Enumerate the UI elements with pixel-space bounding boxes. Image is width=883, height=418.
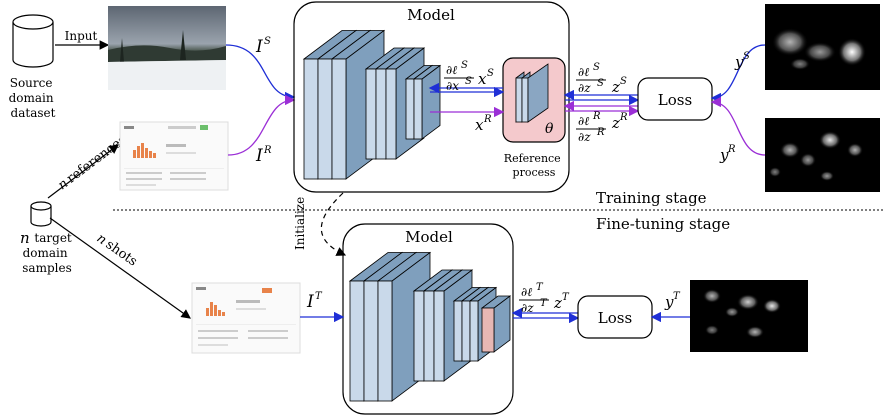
yR-symbol: y R bbox=[719, 144, 736, 164]
top-loss-label: Loss bbox=[658, 91, 692, 109]
svg-text:R: R bbox=[619, 112, 628, 123]
svg-text:x: x bbox=[478, 70, 487, 88]
svg-text:x: x bbox=[475, 116, 484, 134]
bottom-loss-label: Loss bbox=[598, 309, 632, 327]
target-saliency-map bbox=[690, 280, 808, 352]
svg-text:I: I bbox=[255, 37, 263, 57]
svg-text:R: R bbox=[596, 127, 605, 138]
yR-curve bbox=[710, 96, 766, 156]
svg-text:z: z bbox=[553, 294, 562, 312]
svg-text:y: y bbox=[664, 293, 674, 311]
svg-text:R: R bbox=[263, 145, 272, 156]
target-dataset-icon bbox=[30, 201, 52, 227]
svg-text:∂ℓ: ∂ℓ bbox=[578, 65, 589, 79]
svg-text:∂ℓ: ∂ℓ bbox=[521, 285, 532, 299]
svg-text:I: I bbox=[255, 146, 263, 166]
references-arrow bbox=[47, 144, 119, 199]
svg-text:∂ℓ: ∂ℓ bbox=[446, 63, 457, 77]
finetuning-stage-label: Fine-tuning stage bbox=[596, 215, 730, 233]
xR-symbol: x R bbox=[475, 114, 492, 134]
svg-text:R: R bbox=[483, 114, 492, 125]
svg-text:shots: shots bbox=[103, 237, 140, 269]
I-R-symbol: I R bbox=[255, 145, 272, 166]
top-model-title: Model bbox=[407, 6, 455, 24]
svg-text:T: T bbox=[673, 291, 681, 302]
zR-symbol: z R bbox=[611, 112, 628, 132]
svg-text:S: S bbox=[620, 76, 627, 87]
zS-symbol: z S bbox=[611, 76, 627, 96]
yT-symbol: y T bbox=[664, 291, 681, 311]
yS-curve bbox=[710, 44, 766, 104]
svg-text:R: R bbox=[592, 111, 601, 122]
svg-text:T: T bbox=[536, 282, 544, 293]
shots-label: n shots bbox=[94, 231, 140, 270]
reference-process-label: Reference process bbox=[504, 152, 564, 179]
training-stage-label: Training stage bbox=[596, 189, 707, 207]
input-label: Input bbox=[65, 29, 98, 43]
initialize-label: Initialize bbox=[293, 197, 307, 250]
I-S-symbol: I S bbox=[255, 36, 271, 57]
svg-text:∂x: ∂x bbox=[446, 79, 459, 93]
dlR-dzR-fraction: ∂ℓ R ∂z R bbox=[576, 111, 606, 144]
dlT-dzT-fraction: ∂ℓ T ∂z T bbox=[519, 282, 549, 315]
svg-text:S: S bbox=[593, 62, 600, 73]
svg-text:z: z bbox=[611, 114, 620, 132]
yS-symbol: y S bbox=[734, 51, 750, 71]
initialize-arrow bbox=[320, 192, 347, 256]
svg-text:T: T bbox=[540, 298, 548, 309]
source-dataset-icon bbox=[12, 14, 54, 68]
svg-text:S: S bbox=[264, 36, 271, 47]
reference-input-curve bbox=[227, 94, 296, 156]
references-label: n references bbox=[55, 132, 129, 193]
top-model-layers bbox=[302, 29, 442, 180]
conv-layer bbox=[412, 64, 442, 140]
dlS-dzS-fraction: ∂ℓ S ∂z S bbox=[576, 62, 606, 95]
target-screenshot bbox=[191, 282, 301, 354]
svg-text:S: S bbox=[461, 60, 468, 71]
svg-text:I: I bbox=[306, 292, 314, 312]
source-image bbox=[108, 6, 226, 90]
source-input-curve bbox=[225, 44, 296, 103]
dlS-dxS-fraction: ∂ℓ S ∂x S bbox=[444, 60, 474, 93]
svg-text:S: S bbox=[487, 68, 494, 79]
svg-text:y: y bbox=[719, 146, 729, 164]
svg-text:∂z: ∂z bbox=[521, 301, 534, 315]
svg-text:z: z bbox=[611, 78, 620, 96]
target-n-symbol: n bbox=[20, 229, 30, 247]
svg-text:S: S bbox=[597, 78, 604, 89]
theta-symbol: θ bbox=[545, 121, 554, 137]
svg-text:∂ℓ: ∂ℓ bbox=[578, 114, 589, 128]
svg-text:∂z: ∂z bbox=[578, 81, 591, 95]
svg-text:y: y bbox=[734, 53, 744, 71]
svg-text:T: T bbox=[562, 292, 570, 303]
source-saliency-map bbox=[765, 4, 880, 90]
target-dataset-label: target domain samples bbox=[22, 231, 75, 275]
shots-arrow bbox=[49, 217, 191, 319]
conv-layer bbox=[480, 295, 512, 353]
svg-text:S: S bbox=[743, 51, 750, 62]
source-dataset-label: Source domain dataset bbox=[9, 76, 58, 120]
bottom-model-title: Model bbox=[405, 228, 453, 246]
svg-text:S: S bbox=[465, 76, 472, 87]
svg-text:R: R bbox=[727, 144, 736, 155]
xS-symbol: x S bbox=[478, 68, 494, 88]
svg-text:T: T bbox=[315, 291, 323, 302]
svg-text:∂z: ∂z bbox=[578, 130, 591, 144]
reference-screenshot bbox=[119, 121, 229, 191]
bottom-model-layers bbox=[348, 251, 512, 402]
reference-process-layers bbox=[515, 63, 549, 123]
I-T-symbol: I T bbox=[306, 291, 323, 312]
zT-symbol: z T bbox=[553, 292, 570, 312]
reference-saliency-map bbox=[765, 118, 880, 192]
